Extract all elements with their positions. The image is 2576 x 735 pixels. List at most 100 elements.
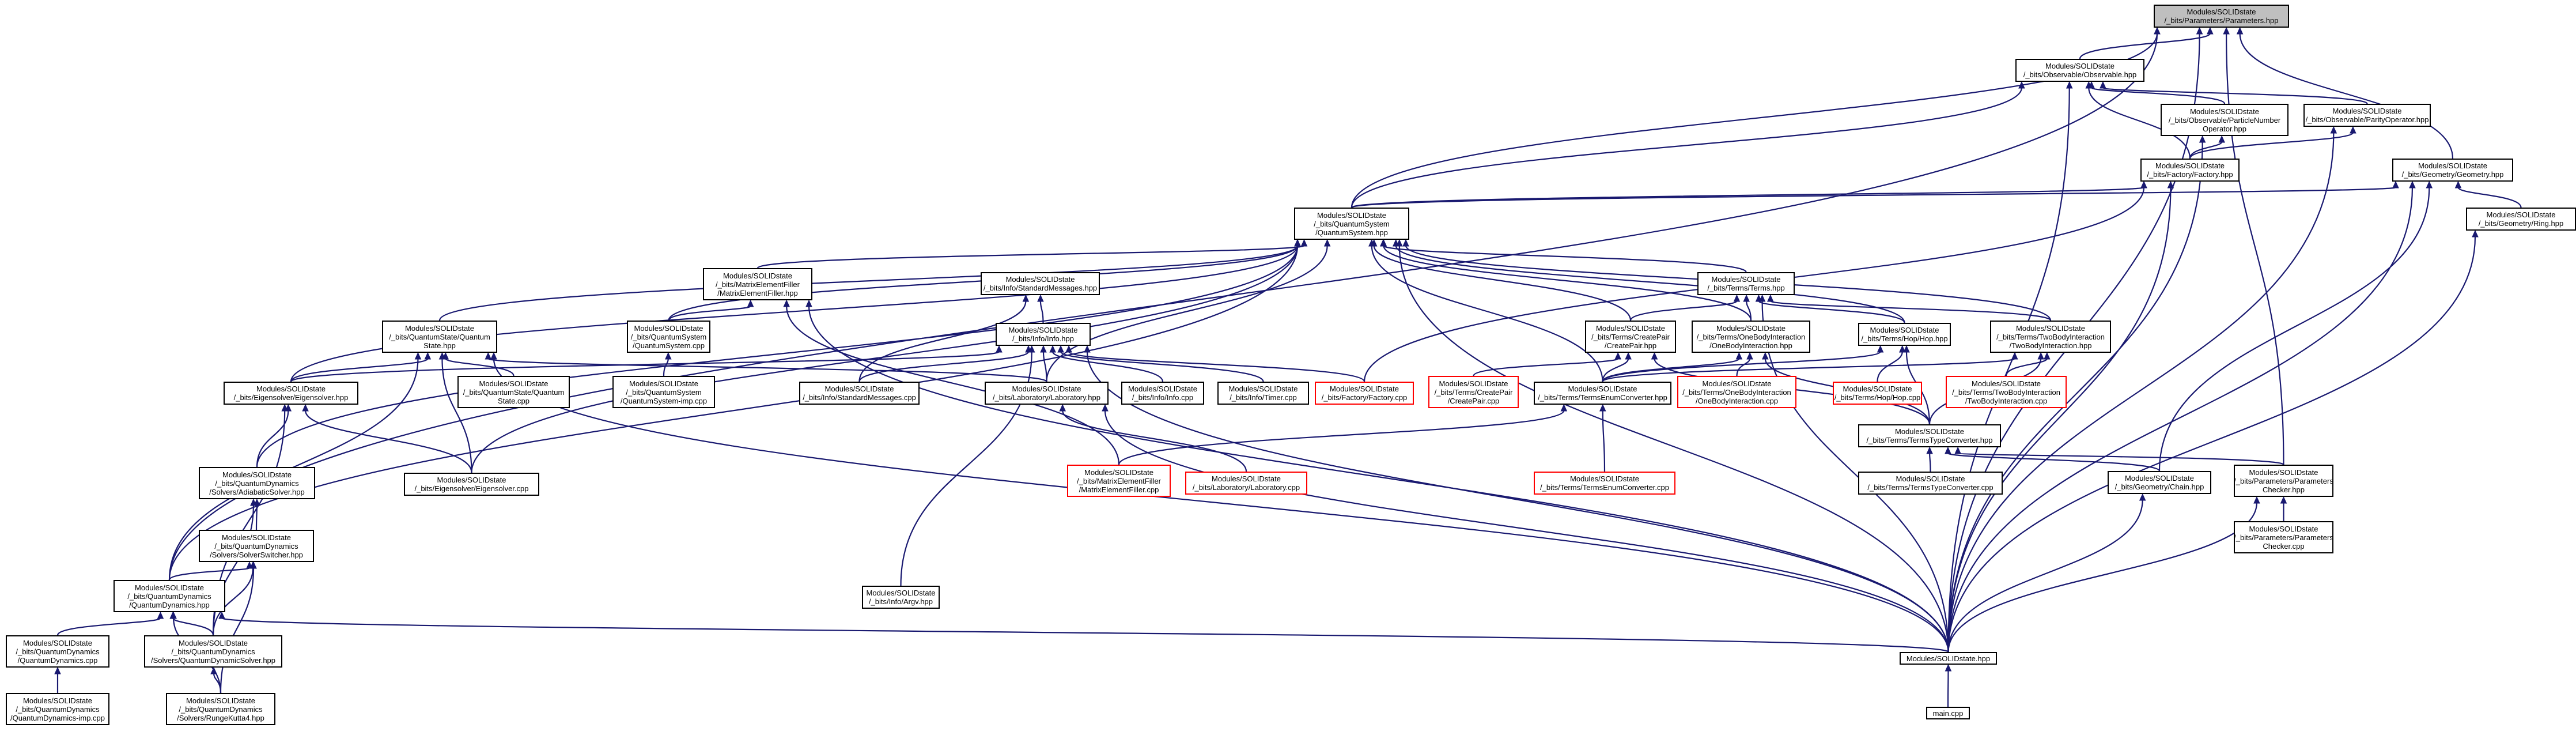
node-eigen-cpp[interactable]: Modules/SOLIDstate/_bits/Eigensolver/Eig… (404, 473, 539, 496)
node-info-cpp[interactable]: Modules/SOLIDstate/_bits/Info/Info.cpp (1121, 382, 1204, 405)
node-label-line: /_bits/QuantumState/Quantum (463, 387, 565, 397)
node-typeconv-hpp[interactable]: Modules/SOLIDstate/_bits/Terms/TermsType… (1858, 424, 2001, 447)
node-qsys-imp[interactable]: Modules/SOLIDstate/_bits/QuantumSystem/Q… (612, 376, 715, 408)
node-typeconv-cpp[interactable]: Modules/SOLIDstate/_bits/Terms/TermsType… (1858, 472, 2003, 495)
edge-arrowhead (1402, 239, 1409, 247)
node-particle-number[interactable]: Modules/SOLIDstate/_bits/Observable/Part… (2161, 104, 2288, 136)
node-label-line: /_bits/Factory/Factory.cpp (1321, 393, 1408, 402)
edge-solidstate-hpp-to-info-hpp (1086, 351, 1949, 653)
node-label-line: /_bits/Laboratory/Laboratory.hpp (993, 393, 1100, 402)
node-qdyn-imp[interactable]: Modules/SOLIDstate/_bits/QuantumDynamics… (6, 693, 109, 725)
node-factory-cpp[interactable]: Modules/SOLIDstate/_bits/Factory/Factory… (1315, 382, 1414, 405)
edge-hop-hpp-to-qsys-hpp (1395, 245, 1905, 323)
node-rk4-hpp[interactable]: Modules/SOLIDstate/_bits/QuantumDynamics… (166, 693, 275, 725)
node-factory-hpp[interactable]: Modules/SOLIDstate/_bits/Factory/Factory… (2140, 159, 2240, 182)
node-observable[interactable]: Modules/SOLIDstate/_bits/Observable/Obse… (2015, 59, 2144, 82)
node-label-line: /_bits/MatrixElementFiller (716, 280, 800, 289)
node-paramchecker-hpp[interactable]: Modules/SOLIDstate/_bits/Parameters/Para… (2234, 465, 2333, 497)
edge-createpair-hpp-to-qsys-hpp (1373, 245, 1632, 321)
edge-solidstate-hpp-to-ring (1947, 236, 2476, 653)
node-paramchecker-cpp[interactable]: Modules/SOLIDstate/_bits/Parameters/Para… (2234, 521, 2333, 553)
node-label-line: /MatrixElementFiller.hpp (717, 288, 798, 297)
node-label-line: /OneBodyInteraction.cpp (1695, 396, 1779, 405)
edge-arrowhead (1022, 294, 1030, 302)
node-adiabatic-hpp[interactable]: Modules/SOLIDstate/_bits/QuantumDynamics… (199, 467, 315, 499)
node-enumconv-hpp[interactable]: Modules/SOLIDstate/_bits/Terms/TermsEnum… (1534, 382, 1671, 405)
node-label-line: Modules/SOLIDstate (1870, 326, 1939, 334)
node-timer-cpp[interactable]: Modules/SOLIDstate/_bits/Info/Timer.cpp (1217, 382, 1309, 405)
node-qdsolver-hpp[interactable]: Modules/SOLIDstate/_bits/QuantumDynamics… (144, 635, 282, 668)
edge-arrowhead (250, 498, 257, 506)
edge-solidstate-hpp-to-chain-hpp (1947, 499, 2143, 653)
edge-twobody-cpp-to-twobody-hpp (2005, 358, 2048, 376)
node-qdyn-cpp[interactable]: Modules/SOLIDstate/_bits/QuantumDynamics… (6, 635, 109, 668)
node-eigen-hpp[interactable]: Modules/SOLIDstate/_bits/Eigensolver/Eig… (224, 382, 358, 405)
node-label-line: /QuantumDynamics-imp.cpp (10, 713, 105, 722)
node-switcher-hpp[interactable]: Modules/SOLIDstate/_bits/QuantumDynamics… (199, 530, 314, 562)
edge-solidstate-hpp-to-qdyn-hpp (221, 617, 1949, 653)
node-parity[interactable]: Modules/SOLIDstate/_bits/Observable/Pari… (2303, 104, 2431, 127)
node-qstate-hpp[interactable]: Modules/SOLIDstate/_bits/QuantumState/Qu… (382, 321, 497, 353)
edge-paramchecker-hpp-to-params (2226, 33, 2284, 465)
edge-mef-cpp-to-mef-hpp (786, 306, 1120, 465)
node-label-line: main.cpp (1932, 708, 1964, 718)
edge-hop-hpp-to-terms-hpp (1758, 300, 1905, 323)
node-label-line: Modules/SOLIDstate (1896, 474, 1965, 483)
edge-arrowhead (783, 299, 790, 307)
edge-qdsolver-hpp-to-switcher-hpp (212, 567, 254, 636)
node-label-line: /Solvers/AdiabaticSolver.hpp (209, 487, 305, 496)
node-mef-hpp[interactable]: Modules/SOLIDstate/_bits/MatrixElementFi… (703, 268, 812, 300)
node-qsys-cpp[interactable]: Modules/SOLIDstate/_bits/QuantumSystem/Q… (627, 321, 710, 353)
node-lab-cpp[interactable]: Modules/SOLIDstate/_bits/Laboratory/Labo… (1185, 472, 1307, 495)
node-label-line: /_bits/QuantumSystem (626, 387, 702, 397)
edge-qstate-cpp-to-qstate-hpp (445, 357, 515, 376)
node-info-hpp[interactable]: Modules/SOLIDstate/_bits/Info/Info.hpp (996, 323, 1091, 346)
node-onebody-hpp[interactable]: Modules/SOLIDstate/_bits/Terms/OneBodyIn… (1692, 321, 1810, 353)
node-stdmsg-hpp[interactable]: Modules/SOLIDstate/_bits/Info/StandardMe… (981, 272, 1100, 295)
node-main-cpp[interactable]: main.cpp (1926, 707, 1970, 719)
edge-particle-number-to-observable (2090, 86, 2226, 104)
node-label-line: Modules/SOLIDstate (222, 470, 292, 479)
node-twobody-hpp[interactable]: Modules/SOLIDstate/_bits/Terms/TwoBodyIn… (1990, 321, 2111, 353)
node-qsys-hpp[interactable]: Modules/SOLIDstate/_bits/QuantumSystem/Q… (1294, 208, 1409, 240)
node-solidstate-hpp[interactable]: Modules/SOLIDstate.hpp (1900, 652, 1997, 665)
edge-arrowhead (250, 561, 257, 569)
node-label-line: Modules/SOLIDstate (2045, 62, 2114, 70)
node-lab-hpp[interactable]: Modules/SOLIDstate/_bits/Laboratory/Labo… (985, 382, 1109, 405)
edge-arrowhead (996, 345, 1003, 353)
node-ring[interactable]: Modules/SOLIDstate/_bits/Geometry/Ring.h… (2466, 208, 2576, 231)
edge-arrowhead (2280, 496, 2287, 504)
node-chain-hpp[interactable]: Modules/SOLIDstate/_bits/Geometry/Chain.… (2108, 471, 2211, 494)
node-hop-hpp[interactable]: Modules/SOLIDstate/_bits/Terms/Hop/Hop.h… (1858, 323, 1951, 346)
node-enumconv-cpp[interactable]: Modules/SOLIDstate/_bits/Terms/TermsEnum… (1534, 472, 1675, 495)
edge-onebody-hpp-to-terms-hpp (1746, 300, 1752, 321)
node-label-line: Operator.hpp (2203, 124, 2246, 133)
node-createpair-hpp[interactable]: Modules/SOLIDstate/_bits/Terms/CreatePai… (1585, 321, 1676, 353)
node-hop-cpp[interactable]: Modules/SOLIDstate/_bits/Terms/Hop/Hop.c… (1833, 382, 1922, 405)
node-twobody-cpp[interactable]: Modules/SOLIDstate/_bits/Terms/TwoBodyIn… (1946, 376, 2067, 408)
edge-arrowhead (2218, 135, 2225, 143)
node-terms-hpp[interactable]: Modules/SOLIDstate/_bits/Terms/Terms.hpp (1697, 272, 1795, 295)
node-qdyn-hpp[interactable]: Modules/SOLIDstate/_bits/QuantumDynamics… (114, 580, 225, 612)
node-onebody-cpp[interactable]: Modules/SOLIDstate/_bits/Terms/OneBodyIn… (1677, 376, 1796, 408)
node-mef-cpp[interactable]: Modules/SOLIDstate/_bits/MatrixElementFi… (1067, 465, 1171, 497)
node-qstate-cpp[interactable]: Modules/SOLIDstate/_bits/QuantumState/Qu… (457, 376, 570, 408)
node-stdmsg-cpp[interactable]: Modules/SOLIDstate/_bits/Info/StandardMe… (799, 382, 920, 405)
node-label-line: Modules/SOLIDstate (1128, 385, 1197, 393)
edge-arrowhead (2066, 81, 2073, 89)
edge-qsys-hpp-to-observable (1351, 87, 2022, 208)
edge-solidstate-hpp-to-factory-hpp (1947, 187, 2172, 653)
node-label-line: /_bits/Terms/Terms.hpp (1707, 284, 1785, 292)
node-label-line: Modules/SOLIDstate (256, 385, 326, 393)
edge-qdsolver-hpp-to-qdyn-hpp (172, 617, 214, 636)
node-createpair-cpp[interactable]: Modules/SOLIDstate/_bits/Terms/CreatePai… (1428, 376, 1519, 408)
edge-qdyn-cpp-to-qdyn-hpp (56, 617, 161, 636)
edge-lab-hpp-to-info-hpp (1042, 351, 1047, 382)
edge-arrowhead (1040, 345, 1047, 353)
node-label-line: Modules/SOLIDstate.hpp (1906, 654, 1991, 663)
node-argv-hpp[interactable]: Modules/SOLIDstate/_bits/Info/Argv.hpp (862, 586, 940, 609)
node-label-line: /TwoBodyInteraction.hpp (2009, 341, 2092, 350)
node-label-line: /_bits/QuantumDynamics (16, 704, 100, 714)
node-geometry-hpp[interactable]: Modules/SOLIDstate/_bits/Geometry/Geomet… (2392, 159, 2513, 182)
edge-arrowhead (1926, 446, 1933, 454)
